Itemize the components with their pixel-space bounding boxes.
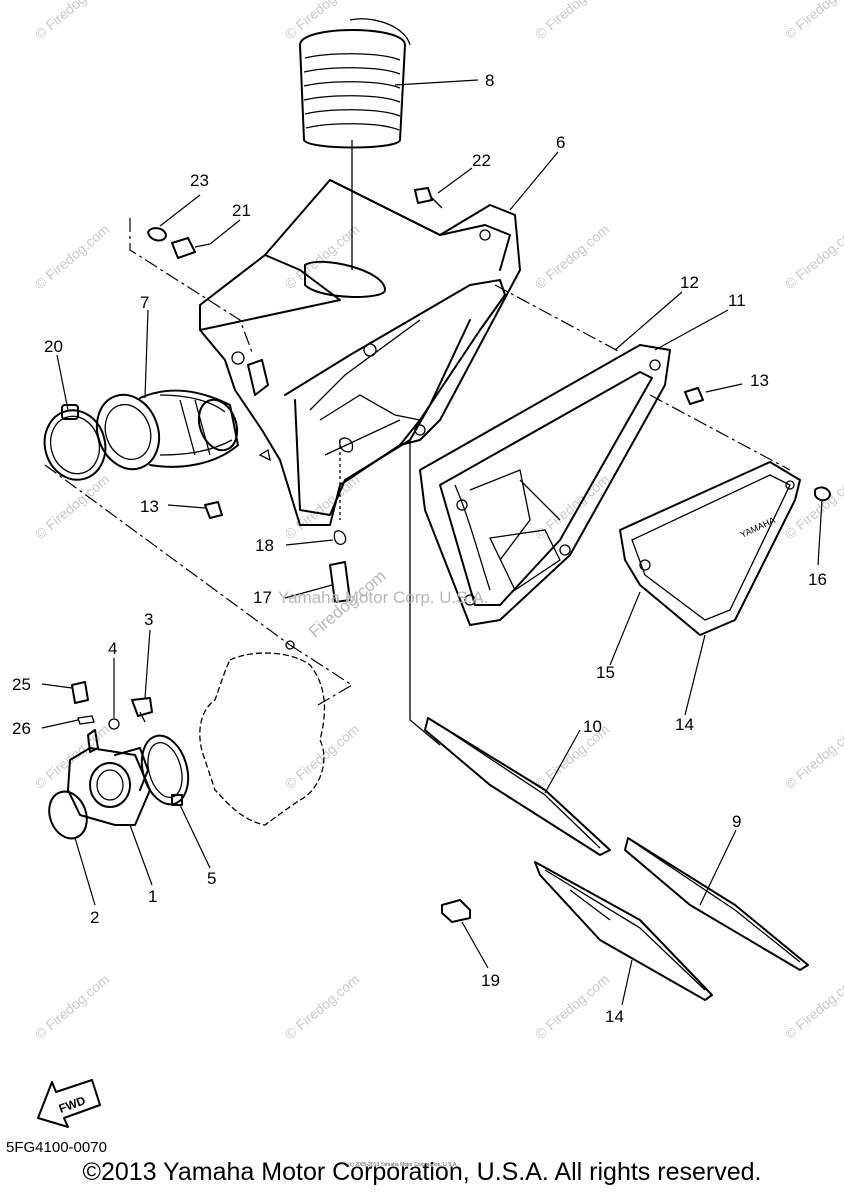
callout-19: 18 — [255, 536, 274, 555]
center-watermark: Yamaha Motor Corp. U.S.A. Firedog.com — [278, 566, 488, 641]
part-5-clamp — [140, 734, 190, 806]
watermark-tile: © Firedog.com — [532, 221, 613, 292]
callout-6: 6 — [556, 133, 565, 152]
copyright: ©2013 Yamaha Motor Corporation, U.S.A. A… — [82, 1158, 762, 1186]
part-20-block — [441, 899, 471, 923]
callout-14: 14 — [605, 1007, 624, 1026]
part-7-joint — [95, 389, 239, 471]
callout-15: 14 — [675, 715, 694, 734]
callout-5: 5 — [207, 869, 216, 888]
callout-23: 22 — [472, 151, 491, 170]
callout-16: 15 — [596, 663, 615, 682]
tiny-note: (c) 2005-2013 Yamaha Motor Corporation, … — [348, 1162, 458, 1168]
callout-13-right: 13 — [750, 371, 769, 390]
watermark-tile: © Firedog.com — [532, 0, 613, 42]
callout-20: 19 — [481, 971, 500, 990]
part-12-frame — [419, 344, 671, 626]
callout-22: 21 — [232, 201, 251, 220]
callout-9: 9 — [732, 812, 741, 831]
watermark-tile: © Firedog.com — [32, 221, 113, 292]
leader-lines — [41, 79, 823, 1006]
watermark-yamaha: Yamaha Motor Corp. U.S.A. — [278, 588, 488, 607]
callout-26: 26 — [12, 719, 31, 738]
watermark-tile: © Firedog.com — [782, 721, 844, 792]
cover-brand-text: YAMAHA — [739, 515, 777, 540]
watermark-tile: © Firedog.com — [32, 471, 113, 542]
small-fasteners — [71, 187, 831, 730]
callout-21: 20 — [44, 337, 63, 356]
watermark-tile: © Firedog.com — [782, 971, 844, 1042]
callout-24: 23 — [190, 171, 209, 190]
part-1-manifold — [67, 729, 151, 826]
fwd-arrow: FWD — [37, 1079, 101, 1128]
callout-13-left: 13 — [140, 497, 159, 516]
watermark-tile: © Firedog.com — [532, 471, 613, 542]
watermark-tile: © Firedog.com — [282, 221, 363, 292]
watermark-tile: © Firedog.com — [282, 971, 363, 1042]
part-2-oring — [48, 790, 88, 840]
callout-8: 8 — [485, 71, 494, 90]
part-code: 5FG4100-0070 — [6, 1139, 107, 1156]
watermark-tile: © Firedog.com — [532, 971, 613, 1042]
callout-2: 2 — [90, 908, 99, 927]
carburetor-outline — [199, 652, 326, 826]
part-6-airbox — [199, 179, 521, 526]
callout-25: 25 — [12, 675, 31, 694]
alignment-lines — [44, 140, 791, 746]
watermark-tile: © Firedog.com — [782, 0, 844, 42]
callout-12: 12 — [680, 273, 699, 292]
callout-7: 7 — [140, 293, 149, 312]
callout-4: 4 — [108, 639, 117, 658]
callout-18: 17 — [253, 588, 272, 607]
part-14-cage — [534, 861, 713, 1001]
callout-17: 16 — [808, 570, 827, 589]
watermark-tile: © Firedog.com — [32, 721, 113, 792]
watermark-tile: © Firedog.com — [782, 221, 844, 292]
watermark-layer: © Firedog.com © Firedog.com © Firedog.com ©… — [32, 0, 844, 1042]
callout-1: 1 — [148, 887, 157, 906]
callout-11: 11 — [728, 291, 746, 310]
part-10-element — [424, 717, 611, 856]
callout-10: 10 — [583, 717, 602, 736]
fwd-label: FWD — [57, 1093, 88, 1116]
callout-3: 3 — [144, 610, 153, 629]
watermark-tile: © Firedog.com — [32, 0, 113, 42]
callouts: 8 22 6 23 21 7 20 12 11 13 13 18 17 16 1… — [12, 71, 827, 1026]
watermark-tile: © Firedog.com — [282, 0, 363, 42]
watermark-tile: © Firedog.com — [32, 971, 113, 1042]
part-8-boot — [299, 18, 411, 149]
part-9-element — [624, 837, 809, 971]
part-15-cover: YAMAHA — [619, 461, 801, 636]
part-21-clamp — [43, 404, 107, 481]
